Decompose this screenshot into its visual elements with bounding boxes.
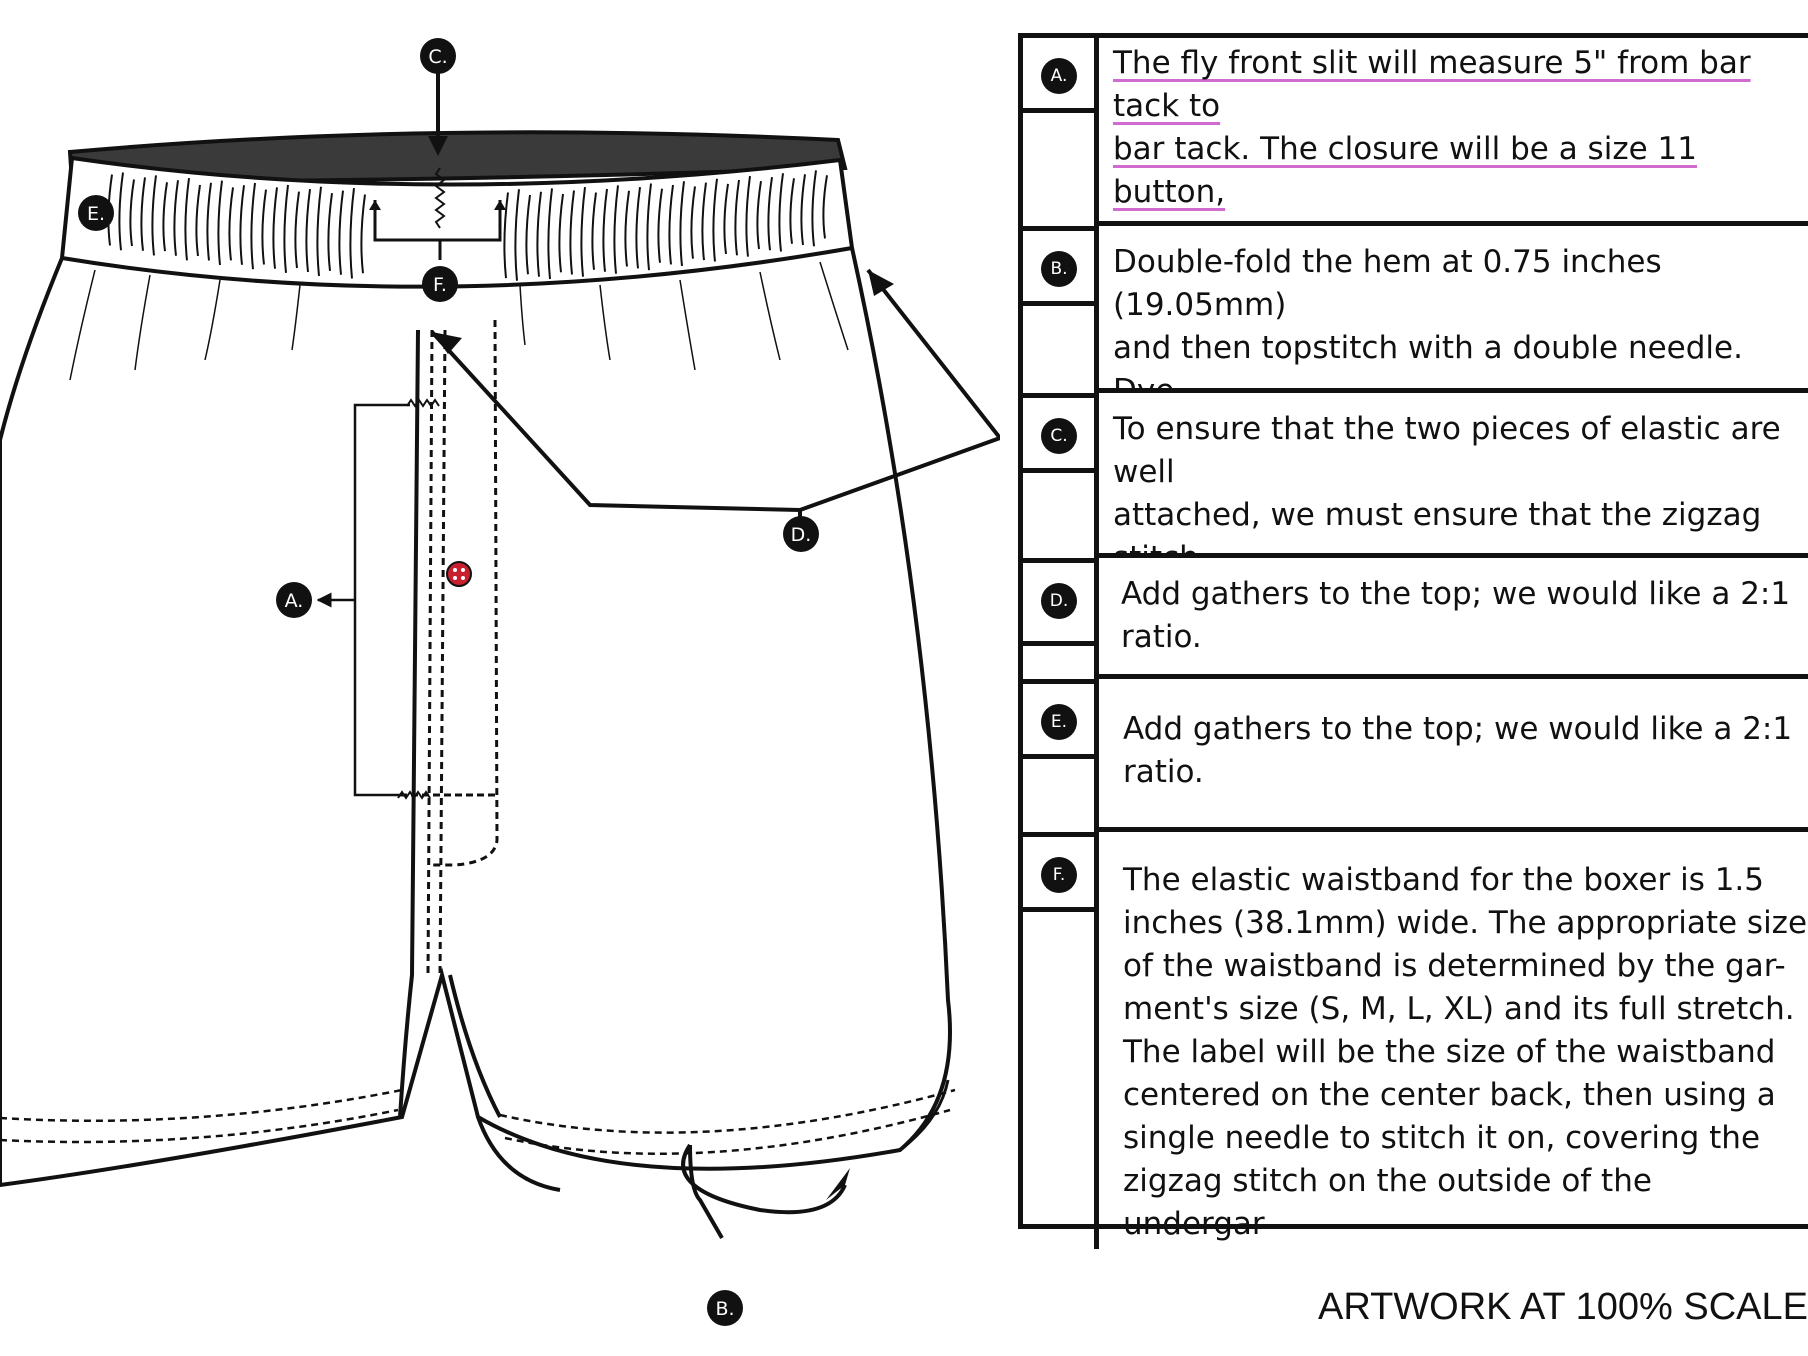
note-badge-d: D. xyxy=(1041,583,1077,619)
shorts-outline xyxy=(0,247,952,1188)
note-badge-e: E. xyxy=(1041,704,1077,740)
note-text-c: To ensure that the two pieces of elastic… xyxy=(1099,398,1808,558)
note-text-b: Double-fold the hem at 0.75 inches (19.0… xyxy=(1099,231,1808,393)
svg-text:E.: E. xyxy=(87,203,105,225)
waistband-gathers xyxy=(107,170,828,281)
left-leg-inner xyxy=(398,329,420,1118)
svg-text:D.: D. xyxy=(791,524,812,546)
right-leg-inner xyxy=(448,974,502,1118)
zigzag-stitch xyxy=(434,167,446,229)
boxer-shorts-technical-sketch: C. E. F. A. D. B. xyxy=(0,38,1000,1326)
note-text-f: The elastic waistband for the boxer is 1… xyxy=(1123,862,1808,1242)
callout-badge-a: A. xyxy=(276,582,312,618)
right-hem-stitch xyxy=(499,1088,956,1155)
note-badge-c: C. xyxy=(1041,418,1077,454)
construction-notes-table: A. The fly front slit will measure 5" fr… xyxy=(1018,33,1808,1249)
note-badge-b: B. xyxy=(1041,251,1077,287)
svg-text:C.: C. xyxy=(428,46,447,68)
callout-badge-e: E. xyxy=(78,195,114,231)
callout-a-bracket xyxy=(318,403,410,797)
callout-badge-f: F. xyxy=(422,266,458,302)
note-badge-a: A. xyxy=(1041,58,1077,94)
left-hem-stitch xyxy=(0,1088,403,1144)
note-badge-f: F. xyxy=(1041,857,1077,893)
callout-d-lines xyxy=(430,268,1000,525)
note-text-d: Add gathers to the top; we would like a … xyxy=(1099,563,1808,679)
waistband-front xyxy=(59,155,855,289)
callout-badge-d: D. xyxy=(783,516,819,552)
callout-badge-b: B. xyxy=(707,1290,743,1326)
callout-b-arrow xyxy=(681,1143,847,1215)
svg-text:F.: F. xyxy=(433,274,447,296)
note-text-e: Add gathers to the top; we would like a … xyxy=(1099,684,1808,832)
callout-badge-c: C. xyxy=(420,38,456,74)
scale-footer: ARTWORK AT 100% SCALE xyxy=(1318,1286,1808,1328)
fly-button xyxy=(446,561,472,587)
callout-f-bracket xyxy=(373,200,502,260)
svg-text:B.: B. xyxy=(715,1298,734,1320)
note-text-a: The fly front slit will measure 5" from … xyxy=(1099,38,1808,226)
fly-front-placket xyxy=(426,319,499,976)
svg-text:A.: A. xyxy=(285,590,304,612)
